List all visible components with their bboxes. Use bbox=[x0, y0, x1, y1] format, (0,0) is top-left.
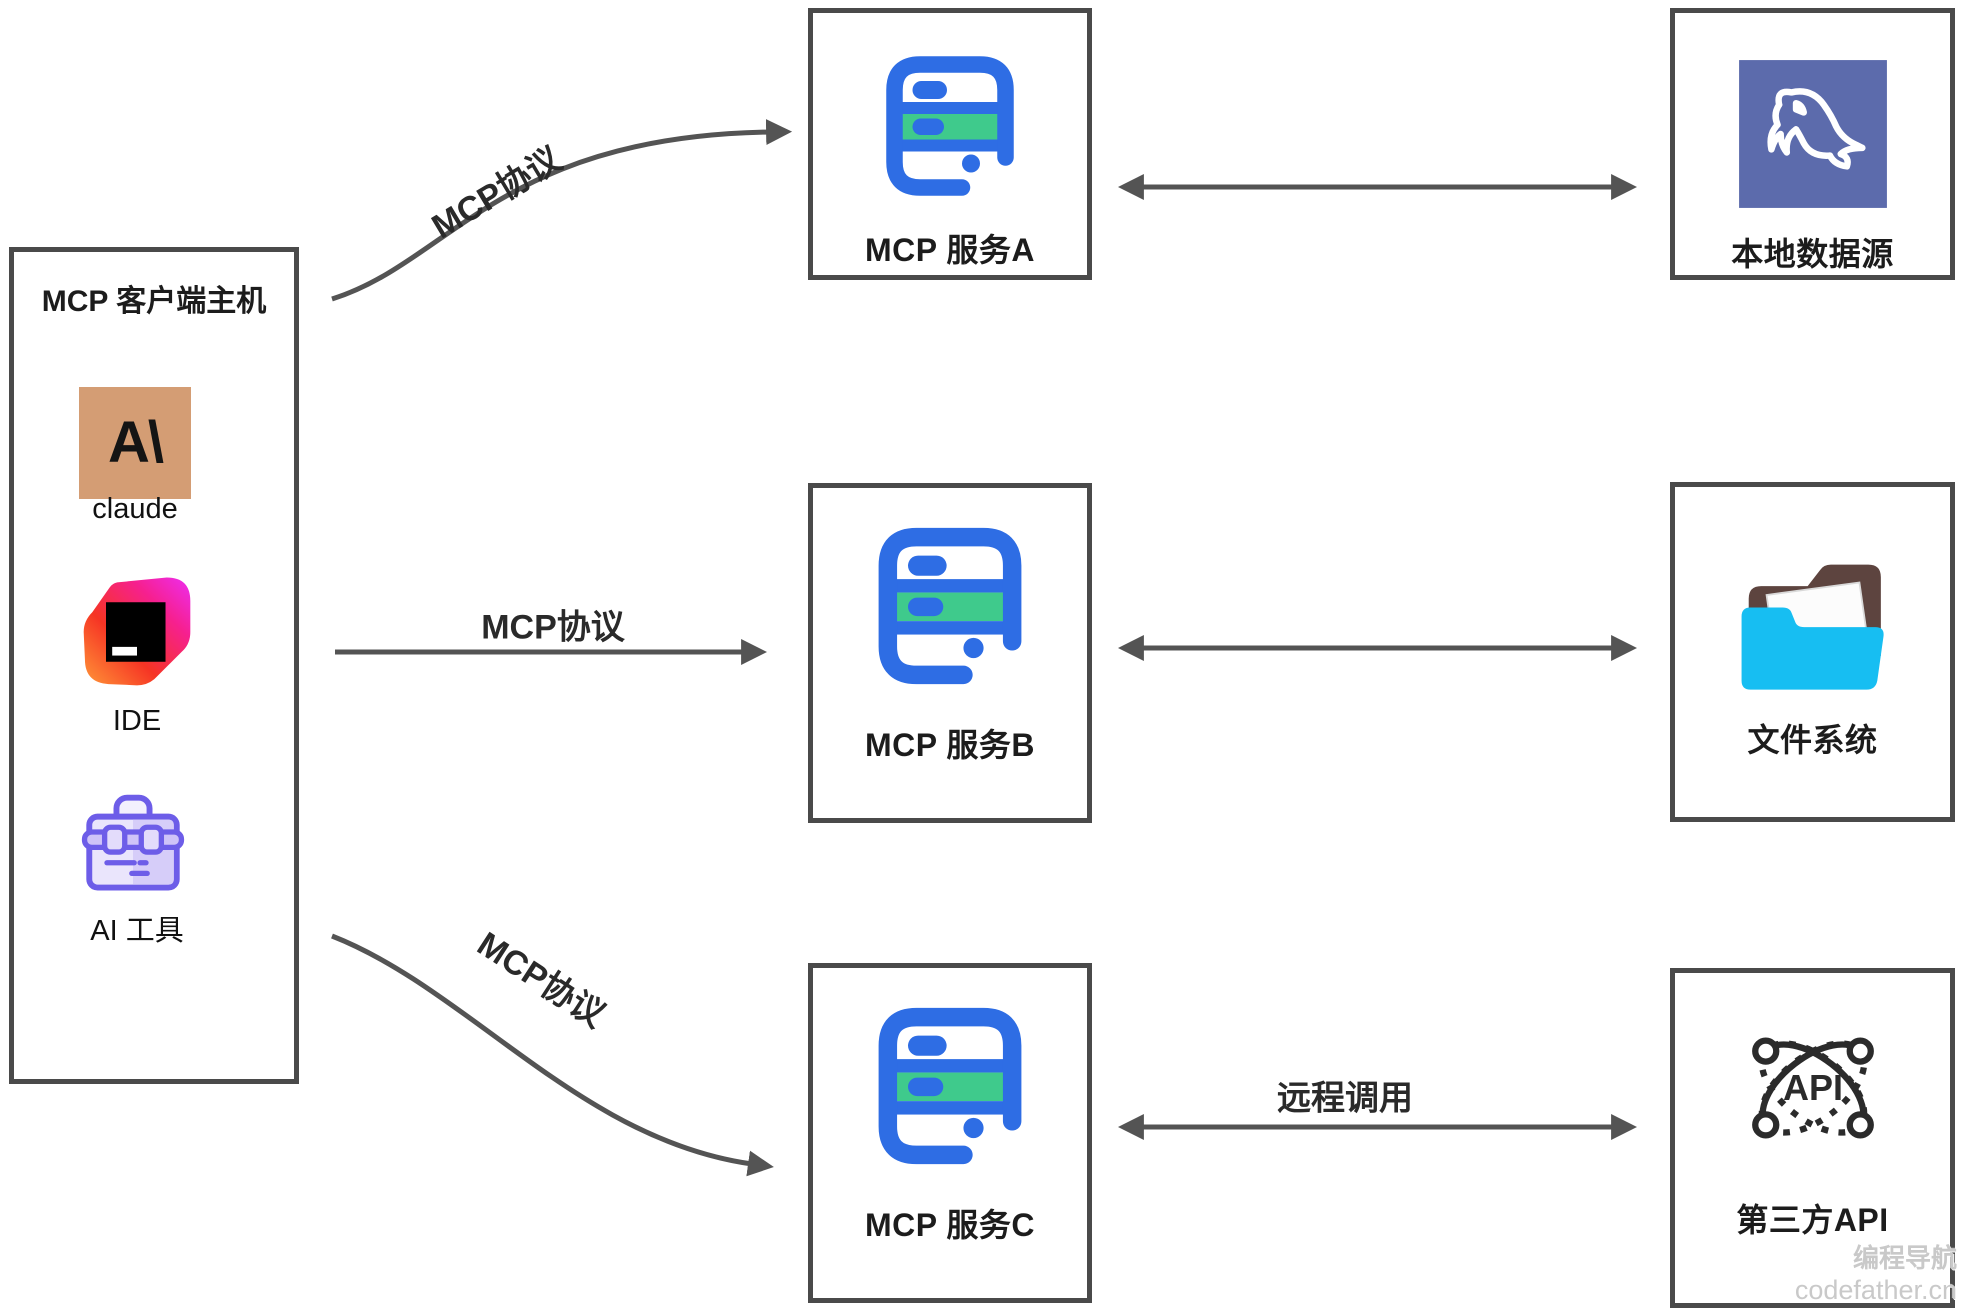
api-network-icon: API bbox=[1751, 1037, 1874, 1139]
claude-icon: A\ bbox=[79, 387, 191, 499]
mysql-dolphin-icon bbox=[1738, 60, 1887, 208]
server-icon bbox=[878, 527, 1022, 685]
client-host-title: MCP 客户端主机 bbox=[41, 285, 267, 318]
mcp-server-a-box: MCP 服务A bbox=[808, 8, 1092, 280]
local-datasource-box: 本地数据源 bbox=[1670, 8, 1955, 280]
ide-icon bbox=[83, 577, 191, 686]
client-host-panel: MCP 客户端主机 A\ claude IDE bbox=[9, 247, 299, 1084]
edge-label-mcp-protocol-b: MCP协议 bbox=[481, 608, 625, 647]
claude-label: claude bbox=[92, 493, 178, 525]
local-datasource-label: 本地数据源 bbox=[1731, 236, 1894, 272]
thirdparty-api-box: API 第三方API bbox=[1670, 968, 1955, 1308]
open-folder-icon bbox=[1741, 564, 1884, 690]
mcp-server-c-label: MCP 服务C bbox=[864, 1207, 1036, 1243]
mcp-server-b-box: MCP 服务B bbox=[808, 483, 1092, 823]
watermark: 编程导航 codefather.cn bbox=[1795, 1242, 1957, 1308]
mcp-server-b-label: MCP 服务B bbox=[864, 727, 1036, 763]
filesystem-label: 文件系统 bbox=[1747, 722, 1878, 758]
mcp-server-c-box: MCP 服务C bbox=[808, 963, 1092, 1303]
arrow-client-to-server-c bbox=[331, 933, 774, 1177]
filesystem-box: 文件系统 bbox=[1670, 482, 1955, 822]
toolbox-icon bbox=[81, 794, 185, 891]
mcp-server-a-label: MCP 服务A bbox=[864, 232, 1036, 268]
watermark-line1: 编程导航 bbox=[1852, 1242, 1957, 1273]
server-icon bbox=[886, 56, 1014, 196]
arrow-client-to-server-a bbox=[331, 119, 793, 302]
thirdparty-api-label: 第三方API bbox=[1736, 1202, 1889, 1238]
api-icon-text: API bbox=[1782, 1067, 1842, 1108]
ide-label: IDE bbox=[112, 705, 162, 737]
anthropic-logomark: A\ bbox=[108, 410, 164, 475]
ai-tools-label: AI 工具 bbox=[90, 915, 184, 947]
edge-label-remote-call: 远程调用 bbox=[1277, 1079, 1413, 1118]
server-icon bbox=[878, 1007, 1022, 1165]
watermark-line2: codefather.cn bbox=[1794, 1275, 1957, 1306]
